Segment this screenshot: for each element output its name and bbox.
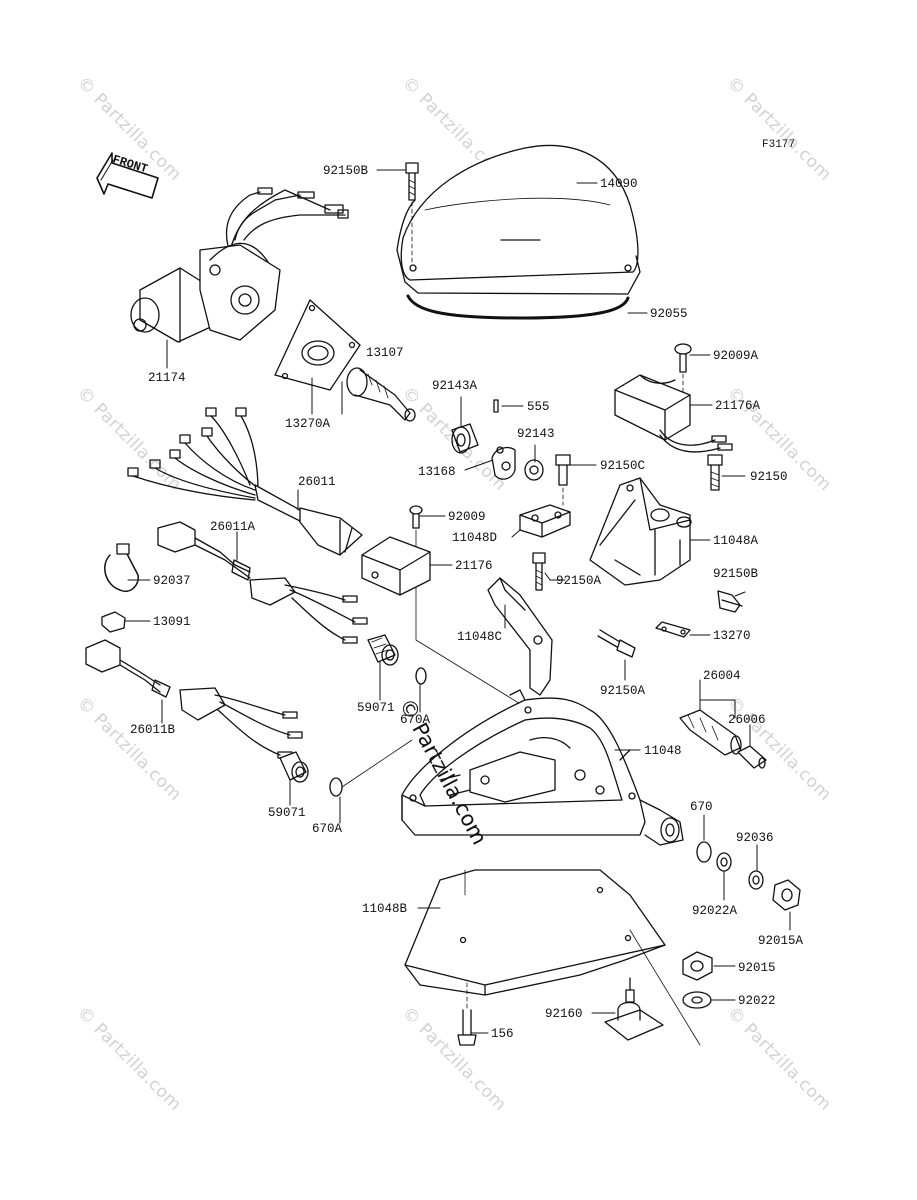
cover-11048B: [404, 869, 701, 1046]
bracket-11048D: [519, 504, 571, 538]
o-ring-670: [696, 841, 712, 863]
label-13091: 13091: [153, 615, 191, 629]
label-26004: 26004: [703, 669, 741, 683]
housing-11048: [401, 689, 684, 846]
label-92015A: 92015A: [758, 934, 804, 948]
label-21176: 21176: [455, 559, 493, 573]
shaft-13107: [346, 367, 416, 422]
washer-92022: [682, 991, 712, 1009]
leader-lines: [124, 169, 791, 1034]
bolt-92150A-low: [597, 629, 636, 658]
front-label: FRONT: [111, 152, 150, 176]
label-11048: 11048: [644, 744, 682, 758]
label-92150B: 92150B: [323, 164, 369, 178]
fitting-59071-low: [279, 751, 309, 783]
label-92037: 92037: [153, 574, 191, 588]
label-59071-low: 59071: [268, 806, 306, 820]
motor-21174: [130, 187, 349, 343]
label-11048A: 11048A: [713, 534, 759, 548]
bolt-92150B-mid: [717, 590, 743, 613]
label-92143A: 92143A: [432, 379, 478, 393]
label-92009A: 92009A: [713, 349, 759, 363]
label-92150B-mid: 92150B: [713, 567, 759, 581]
relay-21176A: [614, 374, 733, 453]
label-92150A-mid: 92150A: [556, 574, 602, 588]
washer-92143: [524, 459, 544, 481]
label-92022: 92022: [738, 994, 776, 1008]
label-13168: 13168: [418, 465, 456, 479]
bolt-92150B-top: [405, 162, 419, 263]
label-92160: 92160: [545, 1007, 583, 1021]
label-26011B: 26011B: [130, 723, 176, 737]
label-92009: 92009: [448, 510, 486, 524]
bolt-92150C: [555, 454, 571, 506]
control-unit-21176: [361, 536, 431, 596]
label-92055: 92055: [650, 307, 688, 321]
label-92150C: 92150C: [600, 459, 645, 473]
bracket-11048A: [589, 477, 692, 586]
label-13107: 13107: [366, 346, 404, 360]
label-92143: 92143: [517, 427, 555, 441]
label-11048C: 11048C: [457, 630, 502, 644]
label-26011A: 26011A: [210, 520, 256, 534]
label-92036: 92036: [736, 831, 774, 845]
o-ring-670A-top: [415, 667, 427, 685]
front-arrow-icon: [96, 152, 159, 199]
harness-26011B: [85, 639, 303, 759]
harness-26011A: [157, 521, 251, 581]
mount-92160: [604, 977, 664, 1041]
label-13270A: 13270A: [285, 417, 331, 431]
fitting-59071-top: [367, 634, 399, 666]
nut-92015A: [772, 879, 801, 911]
label-156: 156: [491, 1027, 514, 1041]
label-26011: 26011: [298, 475, 336, 489]
connector-26011A: [249, 577, 368, 644]
harness-26011: [127, 407, 363, 556]
tie-92037: [104, 543, 139, 592]
pin-26006: [737, 745, 767, 769]
label-670A-top: 670A: [400, 713, 431, 727]
label-92150A-low: 92150A: [600, 684, 646, 698]
plate-13270: [655, 621, 691, 638]
label-26006: 26006: [728, 713, 766, 727]
label-670A-low: 670A: [312, 822, 343, 836]
label-13270: 13270: [713, 629, 751, 643]
label-670: 670: [690, 800, 713, 814]
washer-92036: [748, 870, 764, 890]
pin-555: [493, 399, 499, 413]
label-21176A: 21176A: [715, 399, 761, 413]
label-59071-top: 59071: [357, 701, 395, 715]
label-11048B: 11048B: [362, 902, 408, 916]
label-14090: 14090: [600, 177, 638, 191]
cover-14090: [396, 144, 641, 295]
lever-13168: [491, 446, 516, 480]
bolt-156: [457, 979, 477, 1046]
label-92150: 92150: [750, 470, 788, 484]
label-92022A: 92022A: [692, 904, 738, 918]
collar-92143A: [451, 423, 479, 454]
washer-92022A: [716, 852, 732, 872]
o-ring-670A-low: [329, 777, 343, 797]
clip-13091: [101, 611, 126, 633]
nut-92015: [682, 951, 713, 981]
label-11048D: 11048D: [452, 531, 497, 545]
label-555: 555: [527, 400, 550, 414]
bolt-92150A-mid: [532, 552, 546, 591]
arm-11048C: [487, 577, 553, 696]
label-21174: 21174: [148, 371, 186, 385]
bolt-92150: [707, 454, 723, 491]
figure-id: F3177: [762, 139, 795, 151]
label-92015: 92015: [738, 961, 776, 975]
seal-92055: [406, 294, 630, 320]
